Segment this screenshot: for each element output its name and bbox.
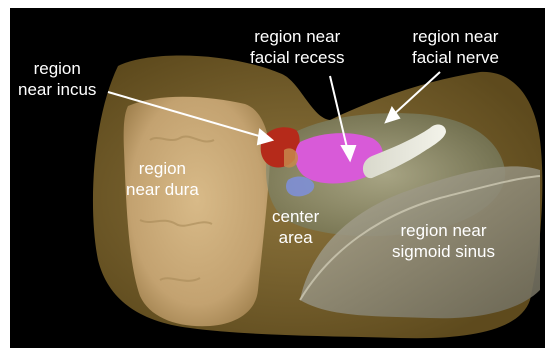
label-facial-recess-line2: facial recess: [250, 47, 344, 68]
label-facial-recess: region near facial recess: [250, 26, 344, 68]
label-near-incus: region near incus: [18, 58, 96, 100]
label-center-area: center area: [272, 206, 319, 248]
label-near-dura-line1: region: [126, 158, 199, 179]
label-center-area-line2: area: [272, 227, 319, 248]
label-facial-nerve-line1: region near: [412, 26, 499, 47]
label-facial-nerve: region near facial nerve: [412, 26, 499, 68]
label-near-dura: region near dura: [126, 158, 199, 200]
label-facial-recess-line1: region near: [250, 26, 344, 47]
label-sigmoid-sinus: region near sigmoid sinus: [392, 220, 495, 262]
label-facial-nerve-line2: facial nerve: [412, 47, 499, 68]
label-near-dura-line2: near dura: [126, 179, 199, 200]
label-sigmoid-sinus-line1: region near: [392, 220, 495, 241]
label-center-area-line1: center: [272, 206, 319, 227]
label-sigmoid-sinus-line2: sigmoid sinus: [392, 241, 495, 262]
label-near-incus-line2: near incus: [18, 79, 96, 100]
dura-surface: [124, 97, 270, 327]
label-near-incus-line1: region: [18, 58, 96, 79]
